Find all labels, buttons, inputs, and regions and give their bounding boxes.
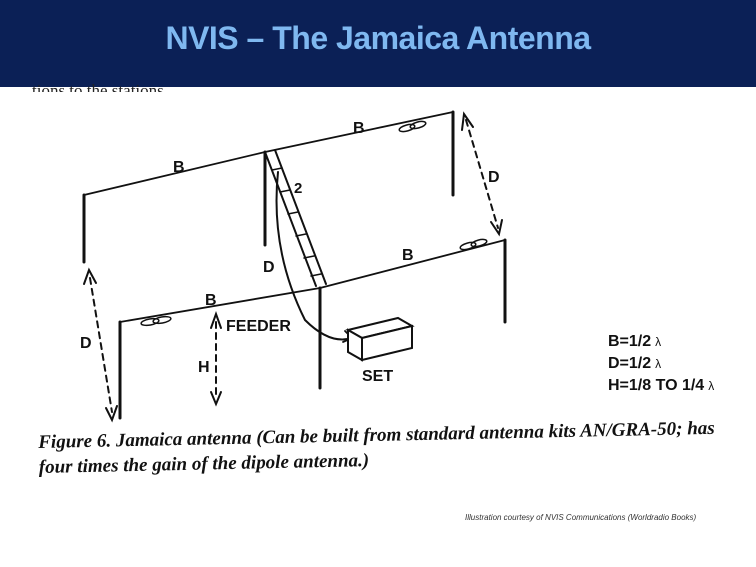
insulator	[459, 241, 477, 251]
set-box	[345, 316, 415, 362]
label-b-top: B	[353, 120, 365, 137]
insulator	[398, 123, 416, 133]
jamaica-antenna-diagram: B B B B D D D 2 FEEDER H SET	[80, 110, 507, 423]
label-b-right: B	[402, 247, 414, 264]
label-d-left: D	[80, 335, 92, 352]
wire-front	[119, 287, 321, 323]
wire-right	[319, 239, 506, 289]
label-b-left: B	[173, 159, 185, 176]
label-d-center: D	[263, 259, 275, 276]
label-2: 2	[294, 180, 302, 197]
insulator	[470, 238, 488, 248]
d-arrow-left	[89, 277, 113, 413]
cutoff-text: tions to the stations.	[32, 81, 168, 92]
slide-title: NVIS – The Jamaica Antenna	[165, 20, 591, 56]
insulator	[409, 120, 427, 130]
wire-left-back	[83, 151, 266, 196]
feeder-cable	[275, 171, 353, 341]
title-bar: NVIS – The Jamaica Antenna	[0, 0, 756, 87]
label-b-front: B	[205, 292, 217, 309]
ladder-rail	[264, 151, 317, 287]
insulator	[152, 315, 172, 325]
label-feeder: FEEDER	[226, 318, 291, 335]
insulator	[140, 317, 160, 327]
d-arrow-right	[465, 119, 499, 229]
label-set: SET	[362, 368, 393, 385]
ladder-rail	[274, 149, 327, 285]
wire-back-right	[264, 111, 454, 153]
illustration-credit: Illustration courtesy of NVIS Communicat…	[465, 513, 697, 522]
label-h: H	[198, 359, 210, 376]
label-d-right: D	[488, 169, 500, 186]
